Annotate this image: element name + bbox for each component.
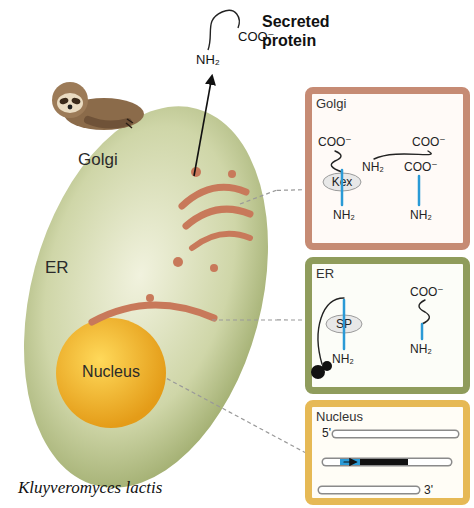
terminus-label: COO⁻ — [238, 29, 274, 44]
terminus-label: NH₂ — [410, 208, 432, 222]
sloth-head — [52, 82, 88, 118]
sloth-arm — [88, 120, 128, 125]
callout-connector — [277, 319, 305, 320]
sloth-eye — [71, 97, 82, 106]
terminus-label: COO⁻ — [318, 135, 352, 149]
protease-ellipse: Kex — [322, 172, 362, 192]
nucleus-body — [56, 318, 166, 428]
enzyme-ellipse — [326, 315, 362, 333]
golgi-inset-panel: GolgiCOO⁻COO⁻NH₂COO⁻NH₂NH₂Kex — [305, 87, 470, 250]
terminus-label: NH₂ — [196, 52, 220, 67]
panel-heading: Nucleus — [316, 409, 363, 424]
panel-heading: Golgi — [316, 96, 346, 111]
sloth-eye — [59, 97, 70, 106]
terminus-label: COO⁻ — [412, 135, 446, 149]
enzyme-label: Kex — [322, 172, 362, 192]
organelle-label: ER — [45, 258, 69, 278]
enzyme-label: SP — [325, 314, 363, 334]
nucleus-inset-panel: Nucleus 5' 3' — [305, 400, 470, 505]
sloth-nose — [68, 105, 73, 110]
terminus-label: COO⁻ — [404, 160, 438, 174]
strand-end-label: 3' — [424, 483, 433, 497]
callout-connector — [277, 189, 305, 191]
terminus-label: NH₂ — [332, 352, 354, 366]
enzyme-ellipse — [323, 173, 361, 191]
nucleus-organelle: Nucleus — [55, 317, 167, 429]
yeast-cell-outline — [15, 92, 277, 502]
protein-chain — [208, 10, 239, 50]
species-caption: Kluyveromyces lactis — [18, 478, 162, 498]
organelle-label: Golgi — [78, 150, 118, 170]
terminus-label: NH₂ — [333, 208, 355, 222]
terminus-label: COO⁻ — [410, 285, 444, 299]
sloth-face — [57, 93, 83, 113]
panel-heading: ER — [316, 266, 334, 281]
organelle-label: Nucleus — [55, 363, 167, 381]
yeast-cell: GolgiER Nucleus — [15, 92, 277, 502]
strand-end-label: 5' — [322, 426, 331, 440]
er-inset-panel: ER COO⁻ NH₂ NH₂ SP — [305, 257, 470, 394]
cell-wall — [0, 79, 308, 508]
terminus-label: NH₂ — [410, 342, 432, 356]
peptidase-ellipse: SP — [325, 314, 363, 334]
terminus-label: NH₂ — [362, 160, 384, 174]
secreted-protein-label: Secreted protein — [262, 12, 352, 50]
